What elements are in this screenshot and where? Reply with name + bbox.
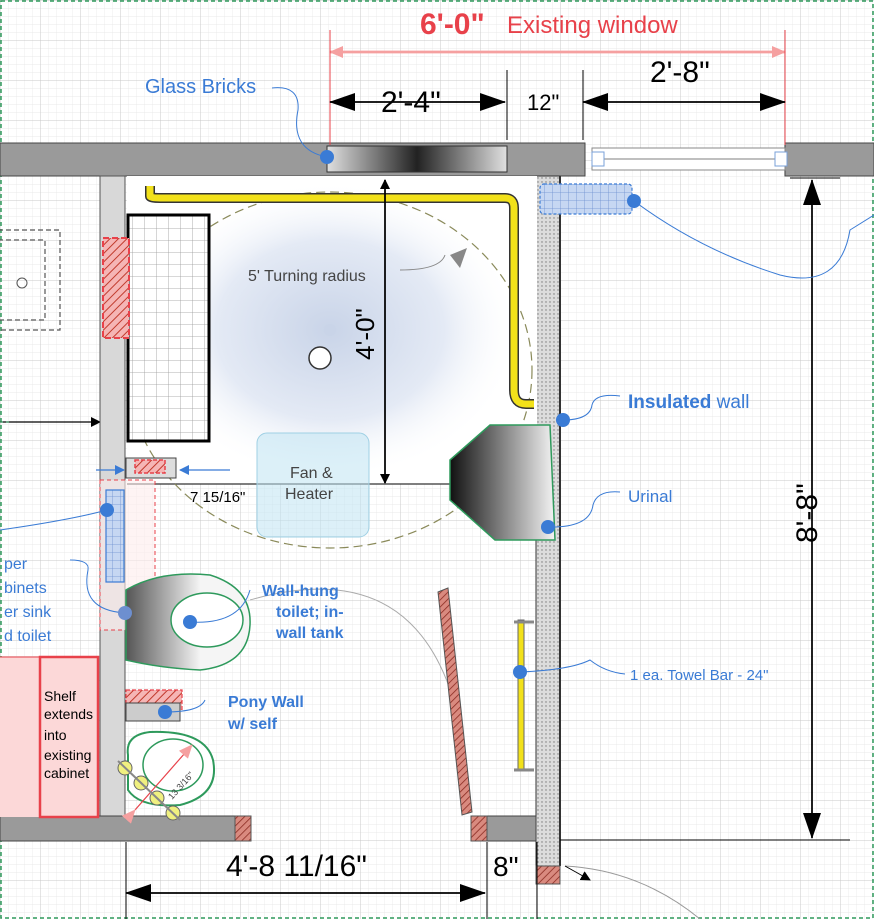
- door-jamb-right: [470, 815, 488, 842]
- door-jamb-left: [234, 815, 252, 842]
- window-vent-panel: [539, 183, 633, 215]
- toilet-label-2: toilet; in-: [276, 604, 344, 621]
- shelf-cabinet: [38, 655, 100, 819]
- callout-leaders: [0, 87, 874, 713]
- fan-label-2: Heater: [285, 486, 334, 503]
- glass-bricks-label: Glass Bricks: [145, 76, 256, 98]
- window-total-caption: Existing window: [507, 12, 678, 39]
- shower-bench: [126, 213, 211, 443]
- shelf-label-2: extends: [44, 706, 93, 722]
- window-total-dim: 6'-0": [420, 8, 485, 41]
- bottom-wall-right: [486, 815, 537, 842]
- left-room-fixtures: [0, 229, 101, 427]
- turning-radius-label: 5' Turning radius: [248, 268, 366, 285]
- wall-thickness-dim: 8": [493, 851, 519, 882]
- room-depth-dim: 8'-8": [791, 483, 824, 543]
- bottom-wall-left: [0, 815, 236, 842]
- toilet-label-3: wall tank: [275, 625, 344, 642]
- shelf-label-4: existing: [44, 747, 91, 763]
- window-right-dim: 2'-8": [650, 56, 710, 89]
- turning-depth-dim: 4'-0": [350, 308, 380, 360]
- urinal-fixture: [449, 424, 556, 541]
- top-wall-right: [784, 142, 874, 177]
- small-gap-dim: 7 15/16": [190, 489, 245, 506]
- urinal-label: Urinal: [628, 487, 672, 506]
- shelf-label-5: cabinet: [44, 765, 89, 781]
- cabinet-label-3: er sink: [4, 604, 52, 621]
- shelf-label-3: into: [44, 727, 67, 743]
- towel-bar-label: 1 ea. Towel Bar - 24": [630, 667, 768, 684]
- fan-heater: [256, 432, 370, 538]
- glass-bricks: [326, 145, 508, 173]
- insulated-wall-label: Insulated wall: [628, 392, 749, 413]
- glass-width-dim: 2'-4": [381, 86, 441, 119]
- towel-bar: [517, 619, 525, 771]
- bottom-width-dim: 4'-8 11/16": [226, 850, 367, 883]
- existing-window: [591, 147, 788, 171]
- cabinet-label-4: d toilet: [4, 628, 52, 645]
- pony-wall-label-2: w/ self: [227, 716, 278, 733]
- grab-bar-yellow: [146, 186, 534, 408]
- pony-niche: [134, 459, 166, 474]
- toilet-label-1: Wall-hung: [262, 583, 339, 600]
- gap-dim: 12": [527, 90, 559, 115]
- pony-wall-label-1: Pony Wall: [228, 694, 304, 711]
- fan-label-1: Fan &: [290, 465, 333, 482]
- wall-end-hatch: [535, 865, 561, 885]
- door-leaf: [437, 587, 473, 816]
- callout-dots: [100, 150, 641, 719]
- shelf-label-1: Shelf: [44, 688, 76, 704]
- cabinet-label-1: per: [4, 556, 28, 573]
- grab-bar-dots: [117, 760, 181, 821]
- turning-radius-circle: [127, 191, 533, 549]
- left-wall-niche: [102, 237, 130, 339]
- cabinet-label-2: binets: [4, 580, 47, 597]
- shower-drain: [308, 346, 332, 370]
